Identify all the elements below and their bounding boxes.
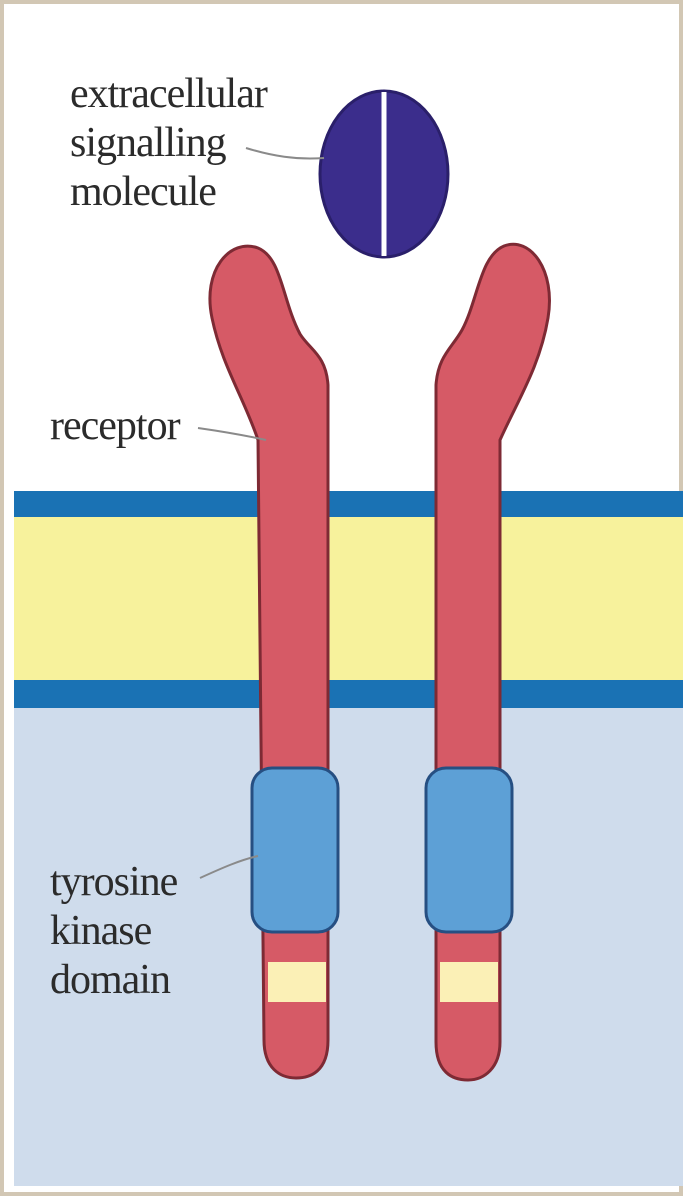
ligand-label-line-3: molecule <box>70 168 267 217</box>
ligand-label-line-2: signalling <box>70 119 267 168</box>
membrane-core <box>14 517 683 680</box>
tail-stripe-left <box>268 962 326 1002</box>
kinase-label-line-2: kinase <box>50 907 177 956</box>
kinase-domain-right <box>426 768 512 932</box>
kinase-label-line-1: tyrosine <box>50 858 177 907</box>
kinase-label: tyrosine kinase domain <box>50 858 177 1005</box>
ligand-label-line-1: extracellular <box>70 70 267 119</box>
membrane-outer-layer <box>14 491 683 517</box>
kinase-label-line-3: domain <box>50 956 177 1005</box>
kinase-domain-left <box>252 768 338 932</box>
membrane-inner-layer <box>14 680 683 708</box>
receptor-label: receptor <box>50 402 180 451</box>
tail-stripe-right <box>440 962 498 1002</box>
ligand-label: extracellular signalling molecule <box>70 70 267 217</box>
